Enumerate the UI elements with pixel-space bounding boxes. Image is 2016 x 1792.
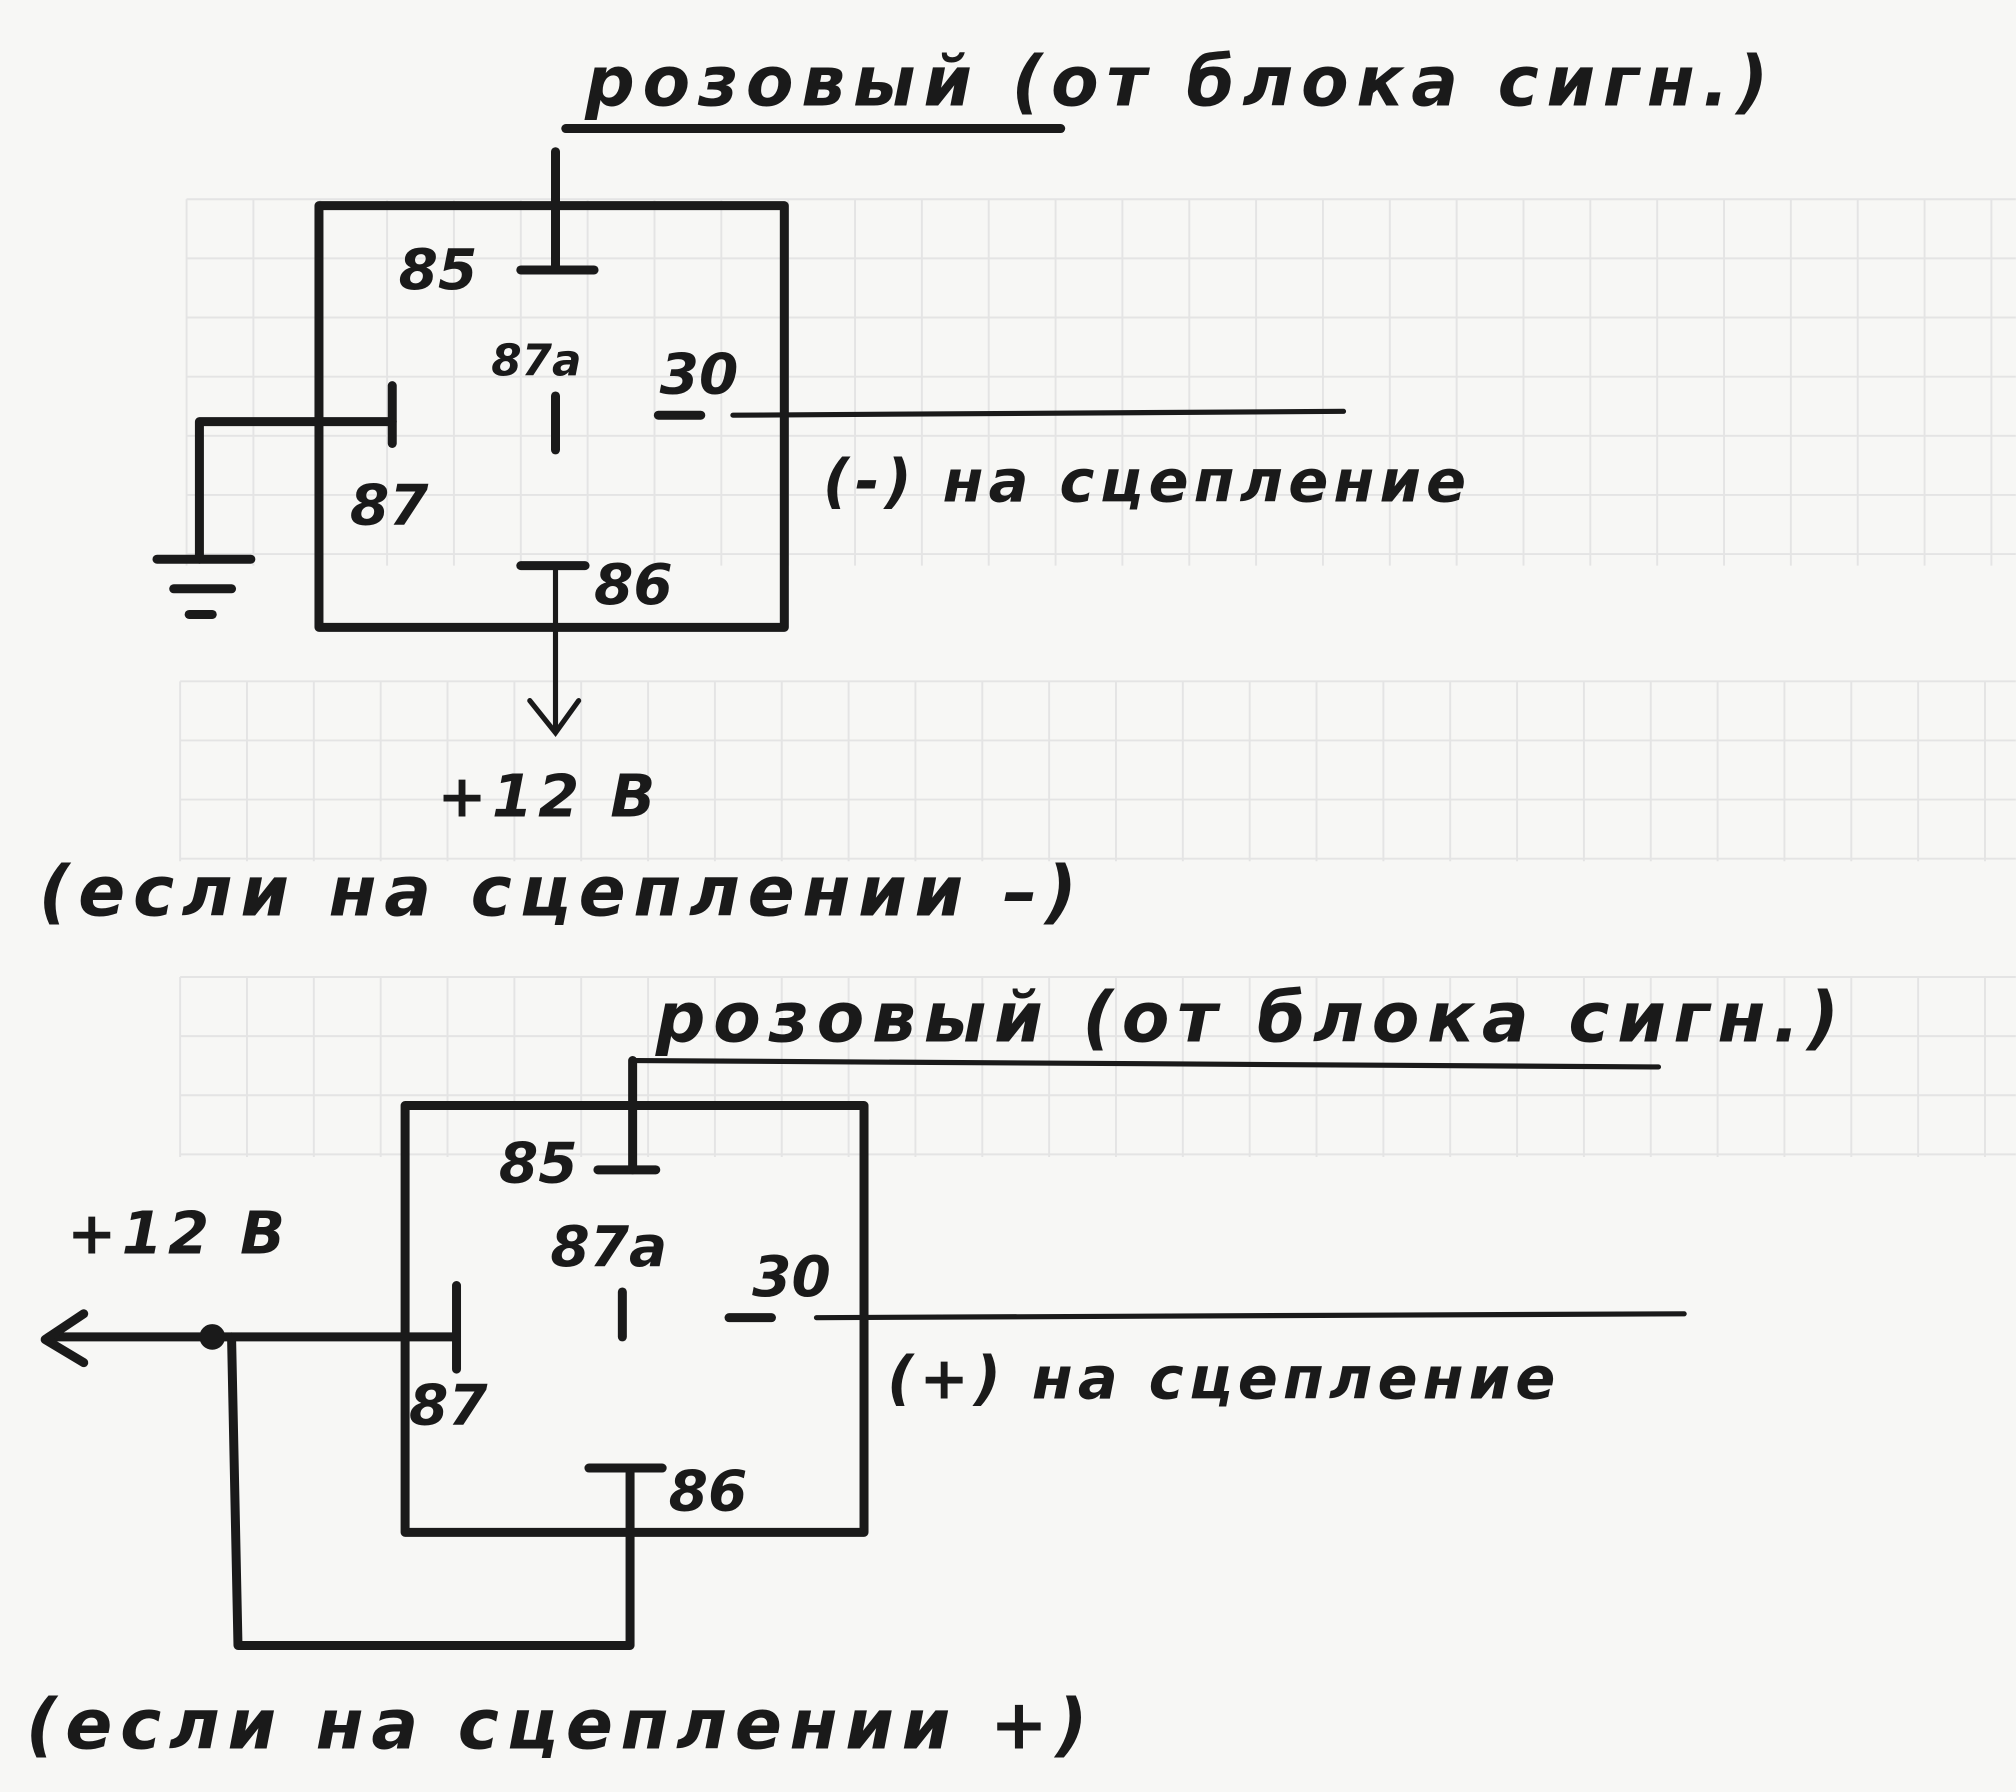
top-pin87a-label: 87a [491, 335, 581, 386]
top-ground-wire [194, 417, 397, 564]
top-pin85-label: 85 [399, 237, 478, 303]
bottom-caption: (если на сцеплении +) [26, 1685, 1095, 1765]
arrow-down-icon [527, 698, 582, 737]
background-grid [179, 198, 2016, 1157]
bottom-supply-label: +12 В [67, 1198, 290, 1267]
top-pin87-label: 87 [350, 472, 429, 538]
bottom-loop-wire [227, 1332, 635, 1650]
bottom-title-underline [633, 1057, 1662, 1070]
junction-dot [199, 1324, 226, 1350]
bottom-pin85-label: 85 [499, 1131, 578, 1197]
top-output-label: (-) на сцепление [823, 446, 1471, 515]
top-relay-diagram: розовый (от блока сигн.) 85 87a 30 (-) н… [39, 42, 1776, 932]
bottom-relay-diagram: розовый (от блока сигн.) 85 87a 30 (+) н… [26, 978, 1847, 1765]
bottom-output-wire [813, 1311, 1687, 1321]
bottom-pin86-label: 86 [669, 1458, 748, 1524]
bottom-pin87a-label: 87a [550, 1214, 667, 1280]
arrow-left-icon [40, 1309, 89, 1368]
top-output-wire [730, 408, 1347, 418]
bottom-pin30-label: 30 [752, 1244, 831, 1310]
top-supply-label: +12 В [437, 761, 660, 830]
bottom-pin87-label: 87 [409, 1372, 488, 1438]
bottom-output-label: (+) на сцепление [887, 1344, 1560, 1413]
top-pin30-label: 30 [660, 341, 739, 407]
top-pin86-label: 86 [594, 552, 673, 618]
ground-icon [152, 554, 256, 619]
top-title: розовый (от блока сигн.) [584, 42, 1776, 122]
bottom-title: розовый (от блока сигн.) [655, 978, 1847, 1058]
top-caption: (если на сцеплении –) [39, 852, 1085, 932]
